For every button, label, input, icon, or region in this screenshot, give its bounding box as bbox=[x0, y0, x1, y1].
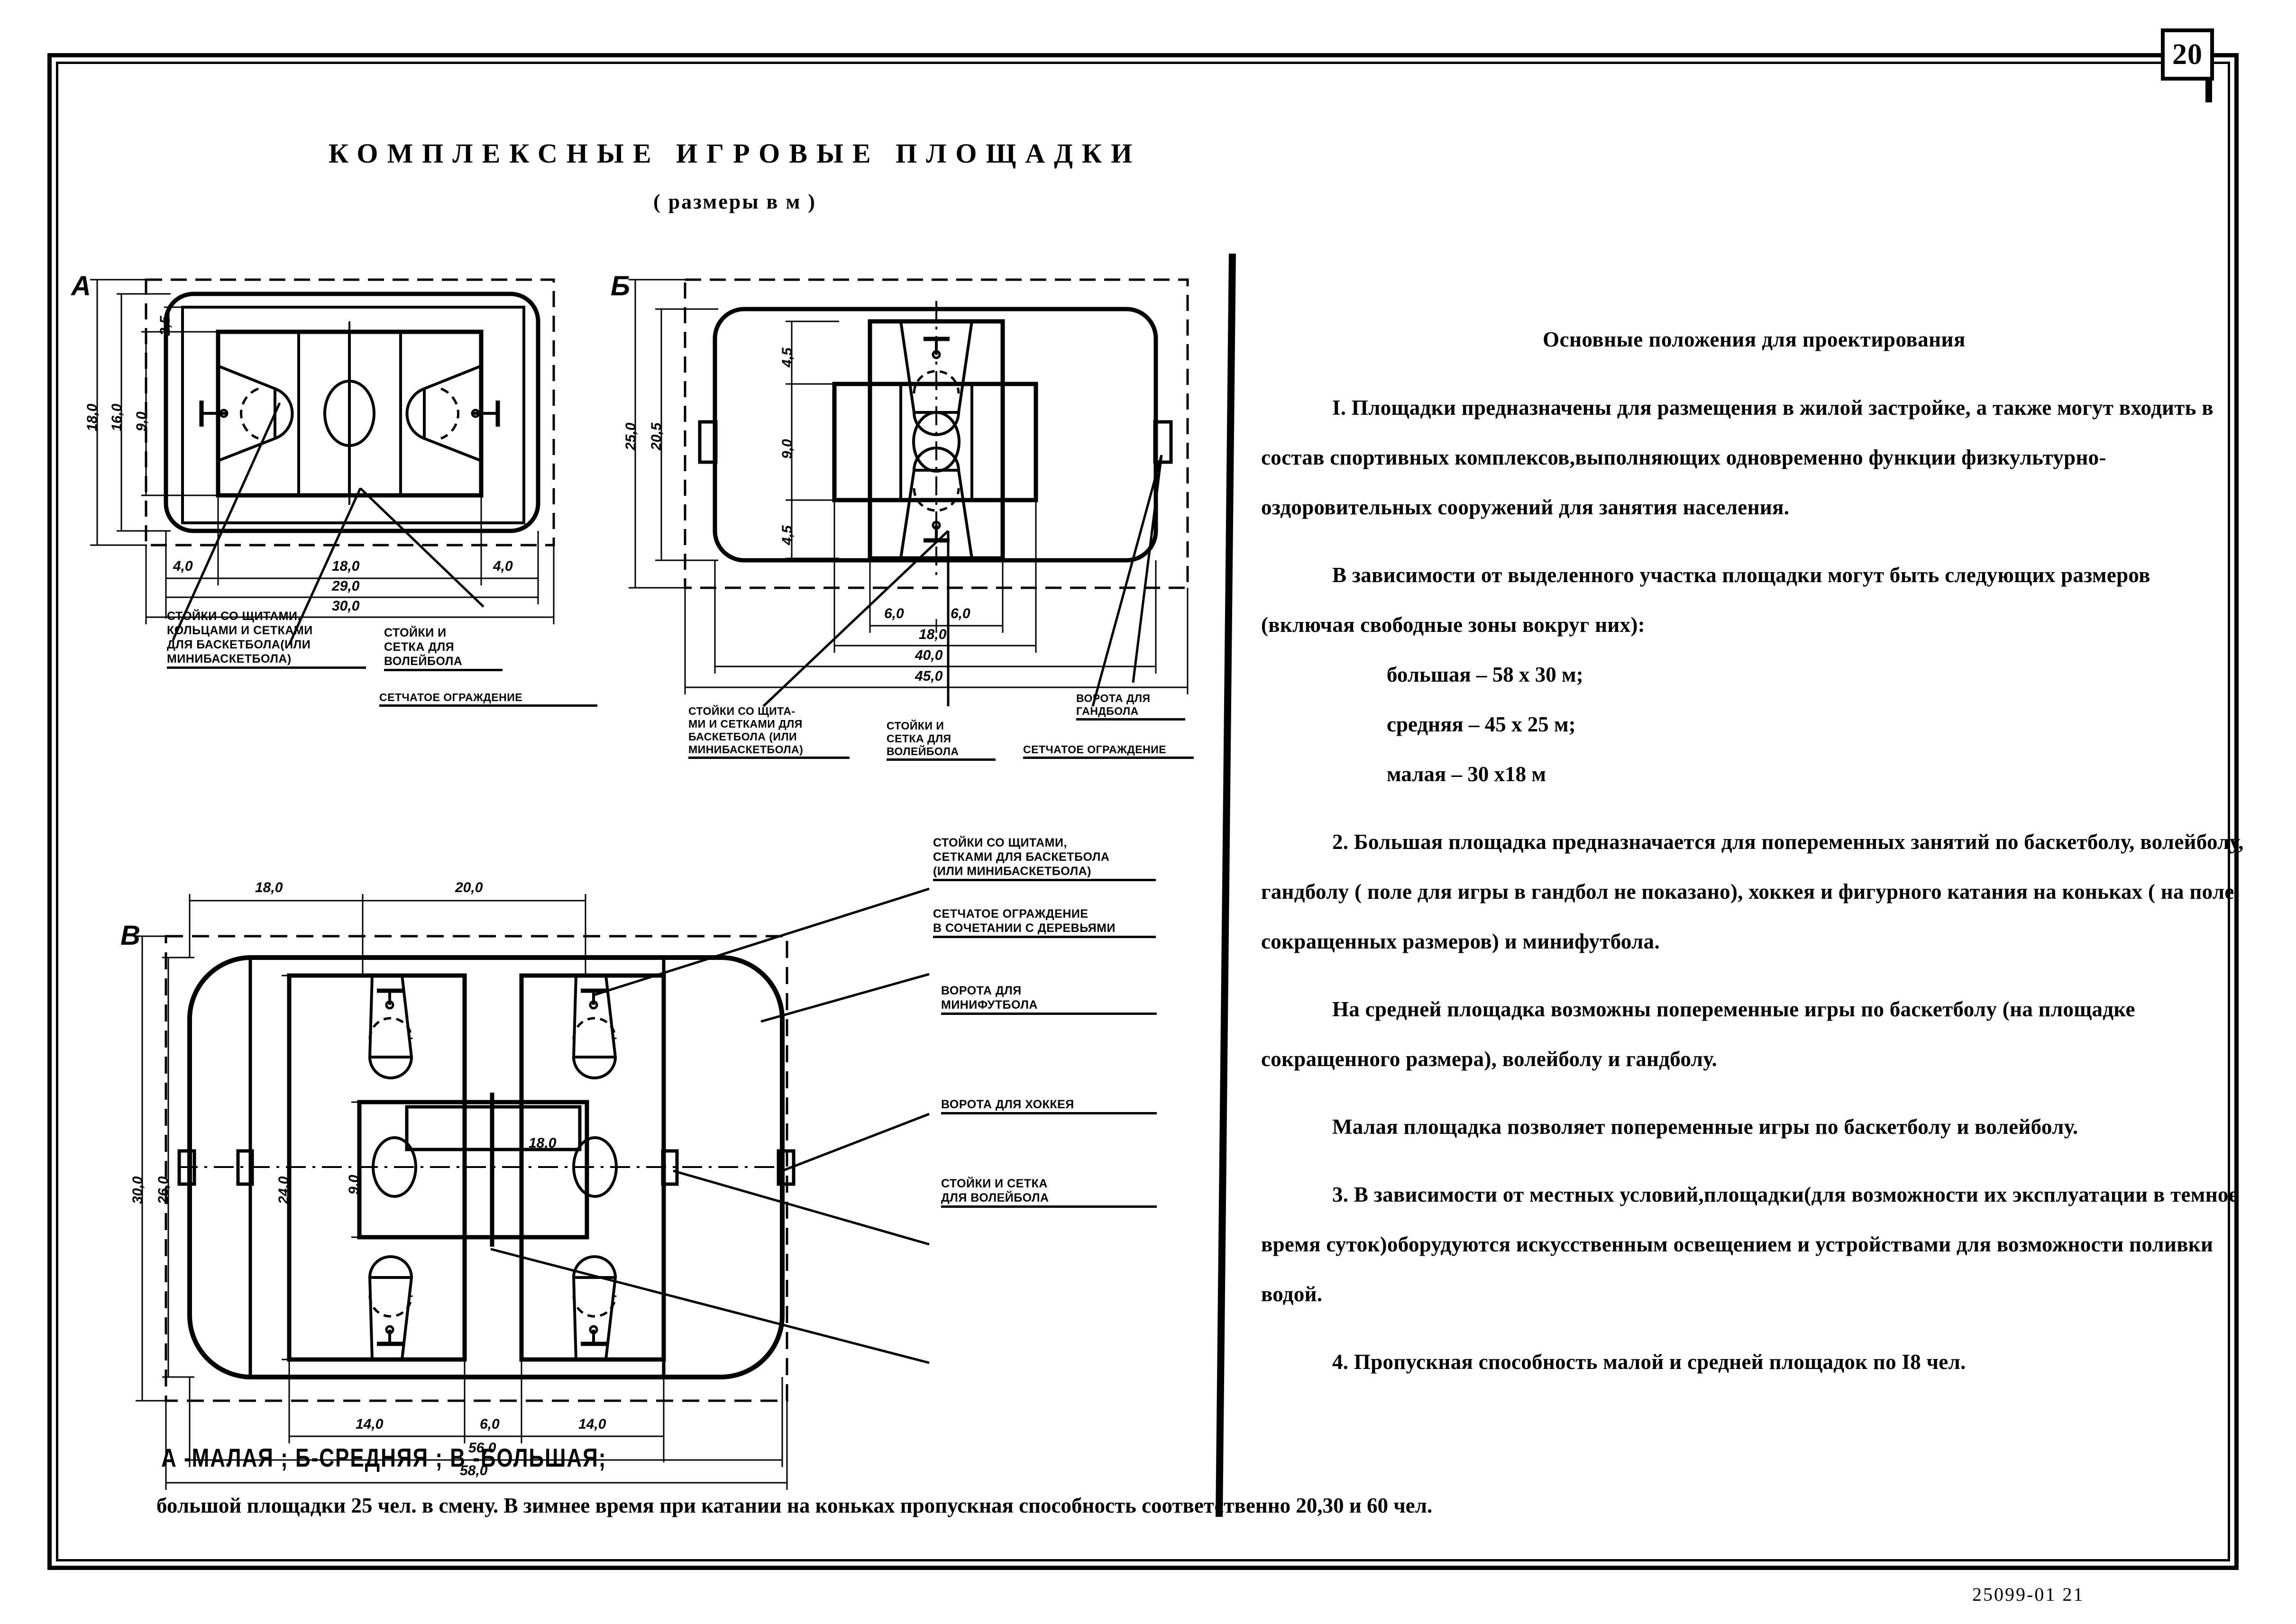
anno-v-fence: СЕТЧАТОЕ ОГРАЖДЕНИЕ В СОЧЕТАНИИ С ДЕРЕВЬ… bbox=[933, 907, 1156, 938]
dim-b-v-4: 4,5 bbox=[779, 525, 795, 545]
anno-v-minifootball-goal: ВОРОТА ДЛЯ МИНИФУТБОЛА bbox=[941, 984, 1157, 1015]
dim-a-h-4: 30,0 bbox=[332, 598, 360, 614]
dim-a-v-0: 18,0 bbox=[84, 403, 100, 431]
size-item-small: малая – 30 х18 м bbox=[1387, 762, 1546, 786]
anno-b-fence: СЕТЧАТОЕ ОГРАЖДЕНИЕ bbox=[1023, 743, 1194, 759]
size-item-medium: средняя – 45 х 25 м; bbox=[1387, 712, 1576, 736]
dim-b-h-1: 6,0 bbox=[951, 606, 970, 621]
dim-v-v-1: 26,0 bbox=[156, 1176, 171, 1204]
dim-v-v-2: 24,0 bbox=[276, 1176, 292, 1204]
dim-v-h-7: 58,0 bbox=[460, 1463, 488, 1478]
dim-b-v-0: 25,0 bbox=[623, 422, 639, 450]
anno-b-volleyball: СТОЙКИ И СЕТКА ДЛЯ ВОЛЕЙБОЛА bbox=[887, 720, 996, 761]
dim-v-h-2: 18,0 bbox=[529, 1135, 557, 1151]
diagram-a-small-court: А bbox=[71, 265, 626, 646]
anno-a-volleyball: СТОЙКИ И СЕТКА ДЛЯ ВОЛЕЙБОЛА bbox=[384, 626, 503, 671]
diagram-legend: А -МАЛАЯ ; Б-СРЕДНЯЯ ; В -БОЛЬШАЯ; bbox=[161, 1443, 607, 1473]
dim-a-h-3: 29,0 bbox=[332, 578, 360, 594]
anno-v-hockey-goal: ВОРОТА ДЛЯ ХОККЕЯ bbox=[941, 1097, 1157, 1114]
dim-b-h-4: 45,0 bbox=[915, 668, 943, 684]
dim-b-v-1: 20,5 bbox=[649, 422, 664, 450]
page-title: КОМПЛЕКСНЫЕ ИГРОВЫЕ ПЛОЩАДКИ bbox=[328, 138, 1142, 169]
diagram-v-large-court: В bbox=[120, 844, 930, 1490]
footer-code: 25099-01 21 bbox=[1972, 1584, 2085, 1605]
text-paragraph-4: На средней площадка возможны попеременны… bbox=[1261, 997, 2135, 1071]
dim-v-h-1: 20,0 bbox=[455, 880, 483, 895]
text-paragraph-2: В зависимости от выделенного участка пло… bbox=[1261, 563, 2150, 637]
page-number-box: 20 bbox=[2161, 28, 2214, 81]
dim-b-h-0: 6,0 bbox=[884, 606, 904, 621]
dim-a-v-2: 9,0 bbox=[134, 411, 149, 431]
text-paragraph-7: 4. Пропускная способность малой и средне… bbox=[1332, 1350, 1966, 1374]
dim-a-v-1: 16,0 bbox=[109, 403, 125, 431]
dim-v-v-3: 9,0 bbox=[346, 1175, 362, 1195]
text-column: Основные положения для проектирования I.… bbox=[1261, 327, 2247, 1387]
dim-v-v-0: 30,0 bbox=[130, 1176, 146, 1204]
anno-v-volleyball: СТОЙКИ И СЕТКА ДЛЯ ВОЛЕЙБОЛА bbox=[941, 1177, 1157, 1208]
dim-b-h-3: 40,0 bbox=[915, 648, 943, 663]
dim-b-v-2: 4,5 bbox=[779, 347, 795, 367]
anno-b-handball-goal: ВОРОТА ДЛЯ ГАНДБОЛА bbox=[1076, 692, 1185, 721]
dim-v-h-0: 18,0 bbox=[255, 880, 283, 895]
anno-v-basketball: СТОЙКИ СО ЩИТАМИ, СЕТКАМИ ДЛЯ БАСКЕТБОЛА… bbox=[933, 836, 1156, 881]
diagram-b-drawing bbox=[629, 278, 1189, 707]
text-paragraph-1: I. Площадки предназначены для размещения… bbox=[1261, 396, 2214, 519]
diagram-b-medium-court: Б bbox=[611, 265, 1228, 707]
page-number-stub bbox=[2205, 81, 2212, 102]
page-subtitle: ( размеры в м ) bbox=[653, 190, 816, 213]
dim-v-h-4: 6,0 bbox=[480, 1416, 500, 1432]
dim-a-v-3: 2,5 bbox=[157, 316, 173, 336]
text-heading: Основные положения для проектирования bbox=[1543, 328, 1966, 351]
dim-a-h-2: 4,0 bbox=[493, 558, 513, 574]
sheet-outer-border bbox=[47, 53, 2239, 1570]
dim-v-h-5: 14,0 bbox=[578, 1416, 606, 1432]
dim-a-h-0: 4,0 bbox=[173, 558, 193, 574]
dim-a-h-1: 18,0 bbox=[332, 558, 360, 574]
anno-a-basketball: СТОЙКИ СО ЩИТАМИ, КОЛЬЦАМИ И СЕТКАМИ ДЛЯ… bbox=[167, 609, 366, 669]
dim-v-h-6: 56,0 bbox=[468, 1440, 496, 1456]
text-paragraph-6: 3. В зависимости от местных условий,площ… bbox=[1261, 1183, 2238, 1306]
dim-v-h-3: 14,0 bbox=[356, 1416, 384, 1432]
sheet-inner-border bbox=[56, 62, 2230, 1561]
size-item-large: большая – 58 х 30 м; bbox=[1387, 663, 1583, 686]
dim-b-v-3: 9,0 bbox=[779, 439, 795, 459]
anno-b-basketball: СТОЙКИ СО ЩИТА- МИ И СЕТКАМИ ДЛЯ БАСКЕТБ… bbox=[688, 705, 850, 759]
page-number: 20 bbox=[2172, 38, 2203, 71]
diagram-a-drawing bbox=[90, 278, 555, 646]
diagram-b-letter: Б bbox=[611, 271, 631, 301]
diagram-a-letter: А bbox=[71, 271, 91, 301]
diagram-v-drawing bbox=[136, 887, 930, 1490]
text-paragraph-3: 2. Большая площадка предназначается для … bbox=[1261, 830, 2244, 953]
dim-b-h-2: 18,0 bbox=[919, 627, 947, 642]
text-paragraph-5: Малая площадка позволяет попеременные иг… bbox=[1332, 1115, 2078, 1139]
diagram-v-letter: В bbox=[120, 920, 140, 951]
bottom-note: большой площадки 25 чел. в смену. В зимн… bbox=[156, 1494, 1433, 1517]
anno-a-fence: СЕТЧАТОЕ ОГРАЖДЕНИЕ bbox=[379, 691, 597, 707]
